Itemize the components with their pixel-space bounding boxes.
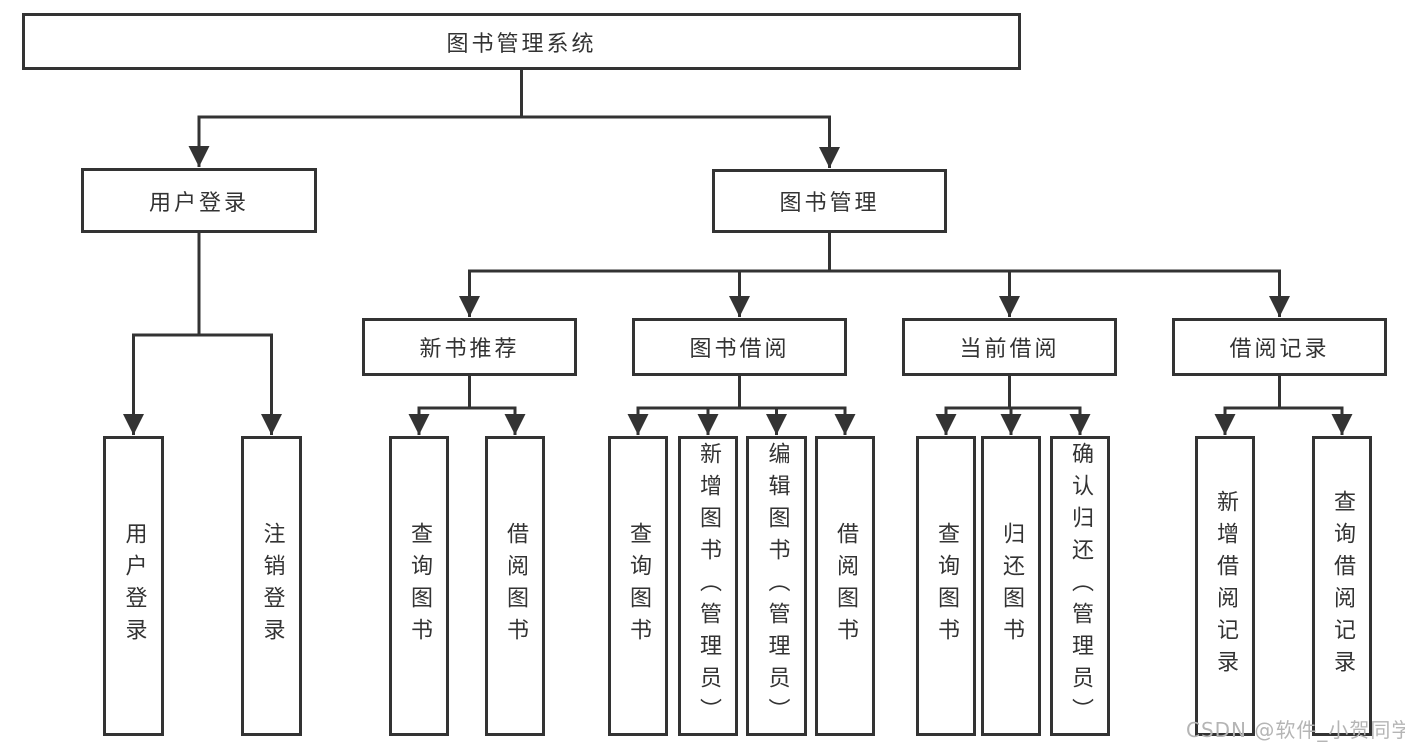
leaf-user-login: 用户登录 [103,436,164,736]
leaf-query-books-current: 查询图书 [916,436,976,736]
leaf-borrow-books: 借阅图书 [815,436,875,736]
node-borrow-records: 借阅记录 [1172,318,1387,376]
leaf-confirm-return-admin: 确认归还（管理员） [1050,436,1110,736]
csdn-watermark: CSDN @软件_小贺同学 [1186,718,1405,742]
leaf-edit-book-admin: 编辑图书（管理员） [746,436,807,736]
leaf-query-books-recommend: 查询图书 [389,436,449,736]
leaf-add-borrow-record: 新增借阅记录 [1195,436,1255,736]
node-current-borrow: 当前借阅 [902,318,1117,376]
node-root: 图书管理系统 [22,13,1021,70]
node-user-login: 用户登录 [81,168,317,233]
leaf-return-books: 归还图书 [981,436,1041,736]
node-book-borrow: 图书借阅 [632,318,847,376]
leaf-borrow-books-recommend: 借阅图书 [485,436,545,736]
leaf-query-borrow-record: 查询借阅记录 [1312,436,1372,736]
node-new-book-recommend: 新书推荐 [362,318,577,376]
leaf-logout: 注销登录 [241,436,302,736]
leaf-add-book-admin: 新增图书（管理员） [678,436,738,736]
leaf-query-books-borrow: 查询图书 [608,436,668,736]
node-book-management: 图书管理 [712,169,947,233]
